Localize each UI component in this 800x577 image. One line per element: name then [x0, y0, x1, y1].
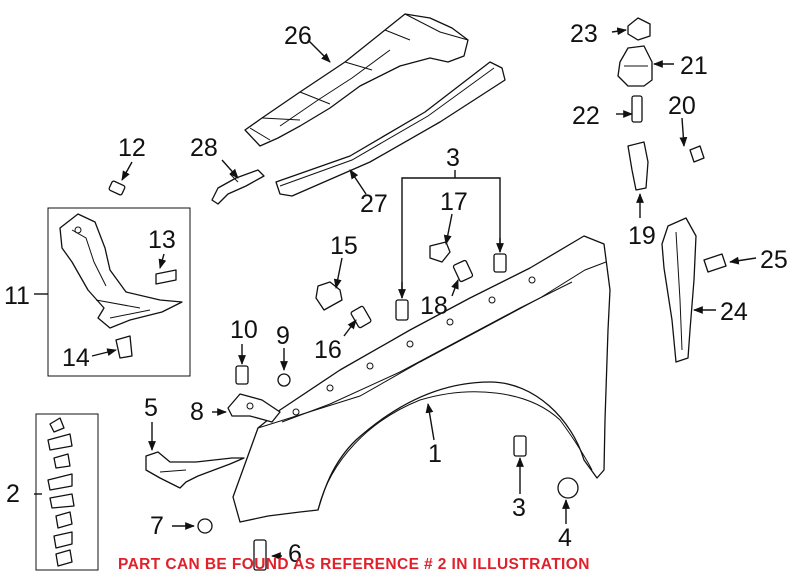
callout-10: 10 [230, 316, 258, 344]
callout-19: 19 [628, 222, 656, 250]
callout-8: 8 [190, 398, 204, 426]
callout-12: 12 [118, 134, 146, 162]
callout-17: 17 [440, 188, 468, 216]
part-26-upper-bracket [244, 13, 469, 147]
callout-25: 25 [760, 246, 788, 274]
callout-6: 6 [288, 540, 302, 568]
callout-7: 7 [150, 512, 164, 540]
callout-5: 5 [144, 394, 158, 422]
part-28-small-bracket [211, 169, 265, 205]
callout-2: 2 [6, 480, 20, 508]
callout-24: 24 [720, 298, 748, 326]
callout-9: 9 [276, 322, 290, 350]
part-1-front-fender [232, 235, 611, 523]
callout-26: 26 [284, 22, 312, 50]
part-19-bracket [627, 141, 649, 191]
callout-20: 20 [668, 92, 696, 120]
callout-3-upper: 3 [446, 144, 460, 172]
part-24-side-seal [661, 217, 697, 363]
callout-18: 18 [420, 292, 448, 320]
leader-lines [34, 27, 757, 560]
callout-28: 28 [190, 134, 218, 162]
callout-27: 27 [360, 190, 388, 218]
fasteners [108, 17, 727, 571]
callout-11: 11 [4, 282, 30, 310]
callout-21: 21 [680, 52, 708, 80]
callout-15: 15 [330, 232, 358, 260]
reference-notice: PART CAN BE FOUND AS REFERENCE # 2 IN IL… [118, 556, 590, 573]
callout-23: 23 [570, 20, 598, 48]
part-2-fastener-kit [35, 413, 99, 571]
part-8-bracket [227, 393, 281, 423]
callout-3-lower: 3 [512, 494, 526, 522]
callout-16: 16 [314, 336, 342, 364]
part-27-seal-strip [275, 61, 506, 197]
callout-4: 4 [558, 524, 572, 552]
part-5-liner-bracket [145, 451, 245, 489]
callout-22: 22 [572, 102, 600, 130]
callout-14: 14 [62, 344, 90, 372]
callout-1: 1 [428, 440, 442, 468]
callout-numbers: 26 28 27 12 13 14 11 15 16 10 9 8 5 2 7 … [4, 20, 788, 568]
part-21-clip-cap [617, 45, 653, 87]
callout-13: 13 [148, 226, 176, 254]
part-11-bracket-assembly [47, 207, 191, 377]
